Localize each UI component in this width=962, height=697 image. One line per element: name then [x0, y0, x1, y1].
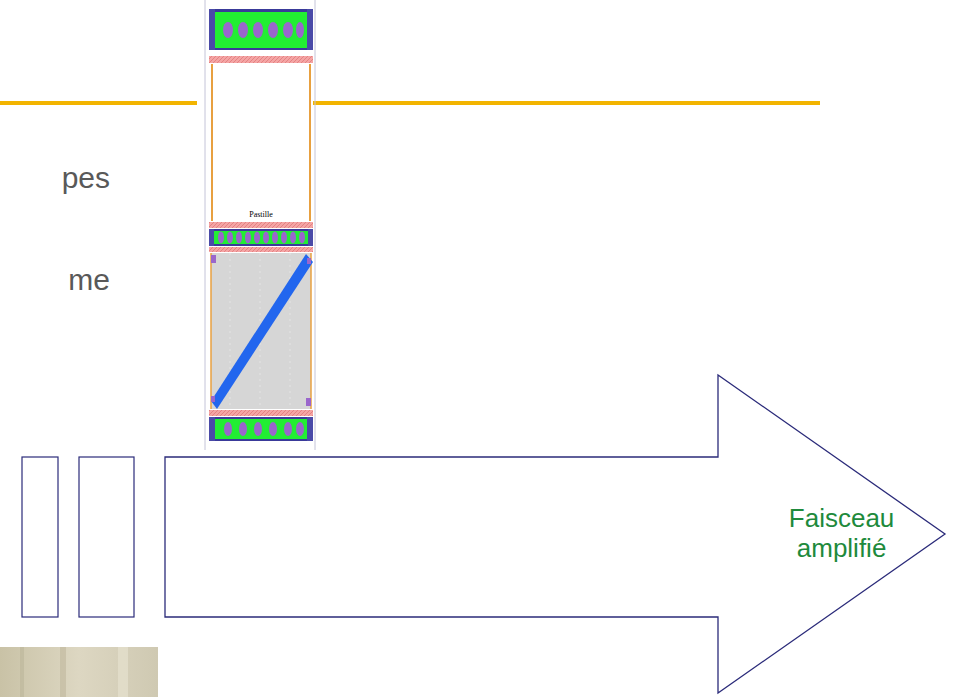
- guide-line: [205, 0, 206, 450]
- cavity: [211, 64, 311, 221]
- coating-stripe: [209, 56, 313, 63]
- optic-plate: [22, 457, 58, 617]
- pump-band: [209, 9, 313, 50]
- coating-stripe: [209, 222, 313, 228]
- pump-band: [209, 417, 313, 441]
- cavity-edge: [309, 64, 311, 221]
- title-rule: [0, 101, 197, 105]
- cavity-edge: [211, 64, 213, 221]
- bullet-fragment: me: [68, 262, 110, 298]
- arrow-shape: [165, 375, 945, 693]
- guide-line: [315, 0, 316, 450]
- arrow-label: Faisceau amplifié: [774, 504, 909, 564]
- photo-fragment: [0, 647, 158, 697]
- coating-stripe: [209, 247, 313, 252]
- beam-arrow: Faisceau amplifié: [165, 375, 945, 693]
- title-rule: [313, 101, 820, 105]
- bullet-fragment: pes: [62, 160, 110, 196]
- pump-band: [209, 229, 313, 246]
- coating-stripe: [209, 410, 313, 416]
- part-label: Pastille: [249, 210, 273, 220]
- crystal: [211, 253, 313, 409]
- optic-plate: [79, 457, 134, 617]
